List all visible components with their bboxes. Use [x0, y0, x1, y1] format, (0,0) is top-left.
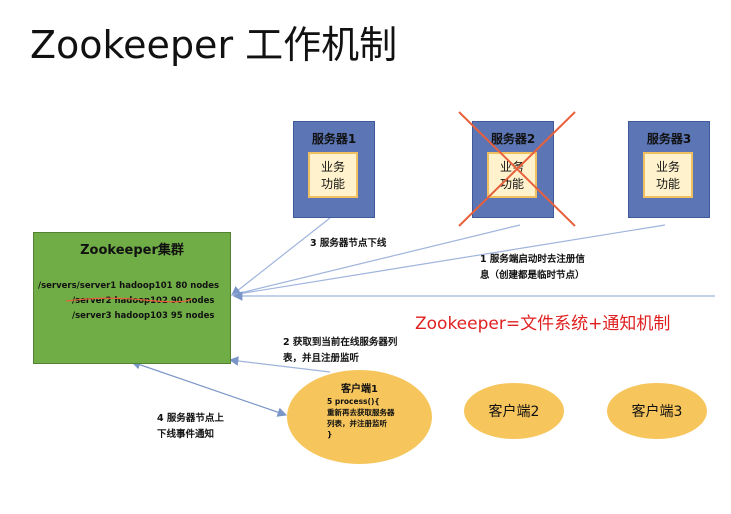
node-row-server1: /servers/server1 hadoop101 80 nodes	[38, 281, 220, 291]
client-2: 客户端2	[464, 383, 564, 439]
business-box: 业务 功能	[643, 152, 693, 198]
node-row-server3: /server3 hadoop103 95 nodes	[72, 311, 215, 321]
step4-note: 4 服务器节点上 下线事件通知	[157, 413, 224, 440]
cluster-title: Zookeeper集群	[80, 243, 184, 258]
server-label: 服务器1	[311, 132, 357, 146]
process-code: 5 process(){ 重新再去获取服务器 列表，并注册监听 }	[327, 397, 395, 439]
client-1: 客户端1 5 process(){ 重新再去获取服务器 列表，并注册监听 }	[287, 370, 432, 464]
page-title: Zookeeper 工作机制	[30, 23, 398, 67]
formula-text: Zookeeper=文件系统+通知机制	[415, 314, 671, 334]
zookeeper-cluster: Zookeeper集群 /servers/server1 hadoop101 8…	[33, 232, 231, 364]
step1-note: 1 服务端启动时去注册信 息（创建都是临时节点）	[480, 254, 585, 281]
server-label: 服务器3	[646, 132, 692, 146]
step3-note: 3 服务器节点下线	[310, 238, 387, 249]
server3-to-cluster-line	[231, 224, 666, 296]
node-row-server2: /server2 hadoop102 90 nodes	[72, 296, 215, 306]
client-3: 客户端3	[607, 383, 707, 439]
business-box: 业务 功能	[308, 152, 358, 198]
server1-to-cluster-line	[231, 217, 331, 296]
offline-cross-icon	[458, 111, 576, 227]
client-label: 客户端1	[341, 384, 378, 395]
server-label: 服务器2	[490, 132, 536, 146]
strikethrough-mark	[65, 297, 193, 303]
server-1: 服务器1 业务 功能	[293, 121, 375, 218]
server-3: 服务器3 业务 功能	[628, 121, 710, 218]
notify-line	[130, 360, 288, 417]
step2-note: 2 获取到当前在线服务器列 表，并且注册监听	[283, 337, 398, 364]
server2-to-cluster-line	[231, 224, 521, 296]
client-label: 客户端2	[488, 404, 540, 420]
client-label: 客户端3	[631, 404, 683, 420]
